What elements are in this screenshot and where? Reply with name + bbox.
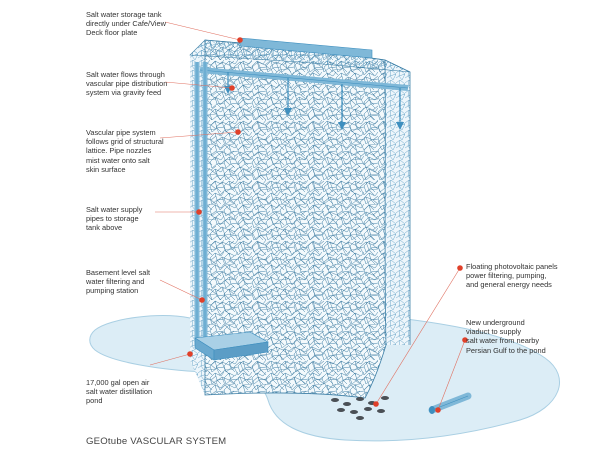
- distribution-pipes: [199, 67, 409, 130]
- label-supply-pipes: Salt water supply pipes to storage tank …: [86, 205, 143, 233]
- tower-lattice: [189, 39, 411, 399]
- label-distillation-pond: 17,000 gal open air salt water distillat…: [86, 378, 153, 406]
- storage-tank: [239, 37, 373, 59]
- pumping-station: [194, 331, 269, 361]
- label-viaduct: New underground viaduct to supply salt w…: [466, 318, 546, 355]
- label-storage-tank: Salt water storage tank directly under C…: [86, 10, 166, 38]
- label-pumping-station: Basement level salt water filtering and …: [86, 268, 151, 296]
- label-pipe-lattice: Vascular pipe system follows grid of str…: [86, 128, 164, 174]
- callout-dots: [187, 37, 468, 413]
- label-photovoltaic-panels: Floating photovoltaic panels power filte…: [466, 262, 558, 290]
- callout-lines: [149, 21, 466, 411]
- diagram-caption: GEOtube VASCULAR SYSTEM: [86, 436, 227, 447]
- label-gravity-feed: Salt water flows through vascular pipe d…: [86, 70, 168, 98]
